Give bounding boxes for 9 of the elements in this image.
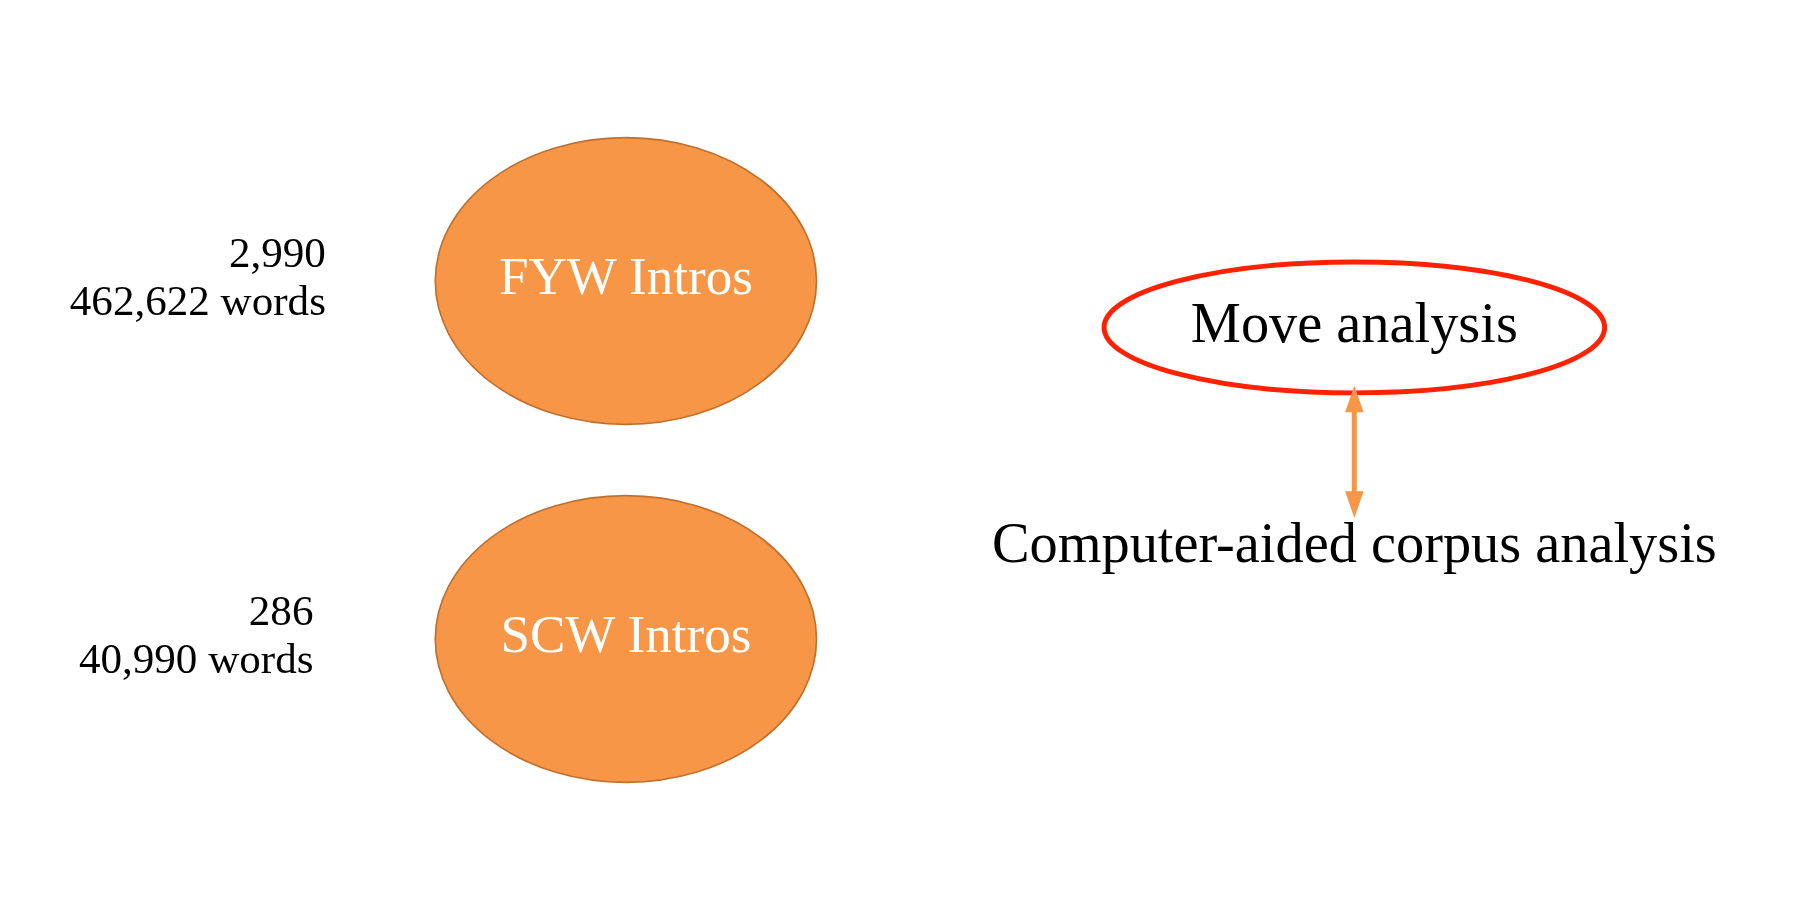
node-ellipse: FYW Intros: [434, 136, 818, 425]
arrow: [1345, 385, 1364, 518]
node-label: 462,622 words: [69, 276, 326, 324]
node-label: 286: [248, 586, 314, 634]
node-ellipse: SCW Intros: [434, 494, 818, 783]
node-ellipse: Move analysis: [1101, 258, 1608, 395]
node-label: 40,990 words: [78, 634, 314, 682]
node-text: Computer-aided corpus analysis: [991, 511, 1717, 574]
node-label: 2,990: [228, 228, 326, 276]
